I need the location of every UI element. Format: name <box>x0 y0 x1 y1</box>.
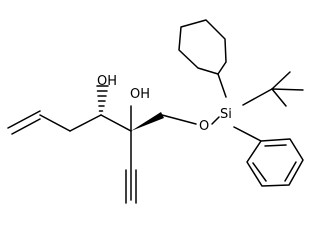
ether-oxygen-label: O <box>199 119 209 134</box>
vinyl-double-bond <box>7 110 41 135</box>
oh-label-upper: OH <box>97 74 117 89</box>
phenyl-ring-upper <box>178 19 227 75</box>
si-phenyl-upper-bond <box>217 73 227 98</box>
structure-diagram: OH OH O Si <box>7 19 304 204</box>
silicon-label: Si <box>220 107 232 122</box>
ch2-o-bond <box>161 114 197 125</box>
o-si-bond <box>211 116 220 125</box>
hashed-wedge-c3-oh <box>96 85 109 116</box>
si-phenyl-lower-bond <box>233 126 262 142</box>
tert-butyl-group <box>242 71 304 107</box>
bold-wedge-c2-ch2 <box>131 112 164 131</box>
allyl-ch2-c3-bond <box>69 114 102 132</box>
molecule-svg: OH OH O Si <box>7 19 304 204</box>
oh-label-lower: OH <box>130 87 150 102</box>
phenyl-ring-lower <box>246 138 304 187</box>
ethynyl-triple-bond <box>125 130 137 204</box>
allyl-ch-ch2-bond <box>39 114 71 132</box>
c3-c2-bond <box>100 114 132 132</box>
